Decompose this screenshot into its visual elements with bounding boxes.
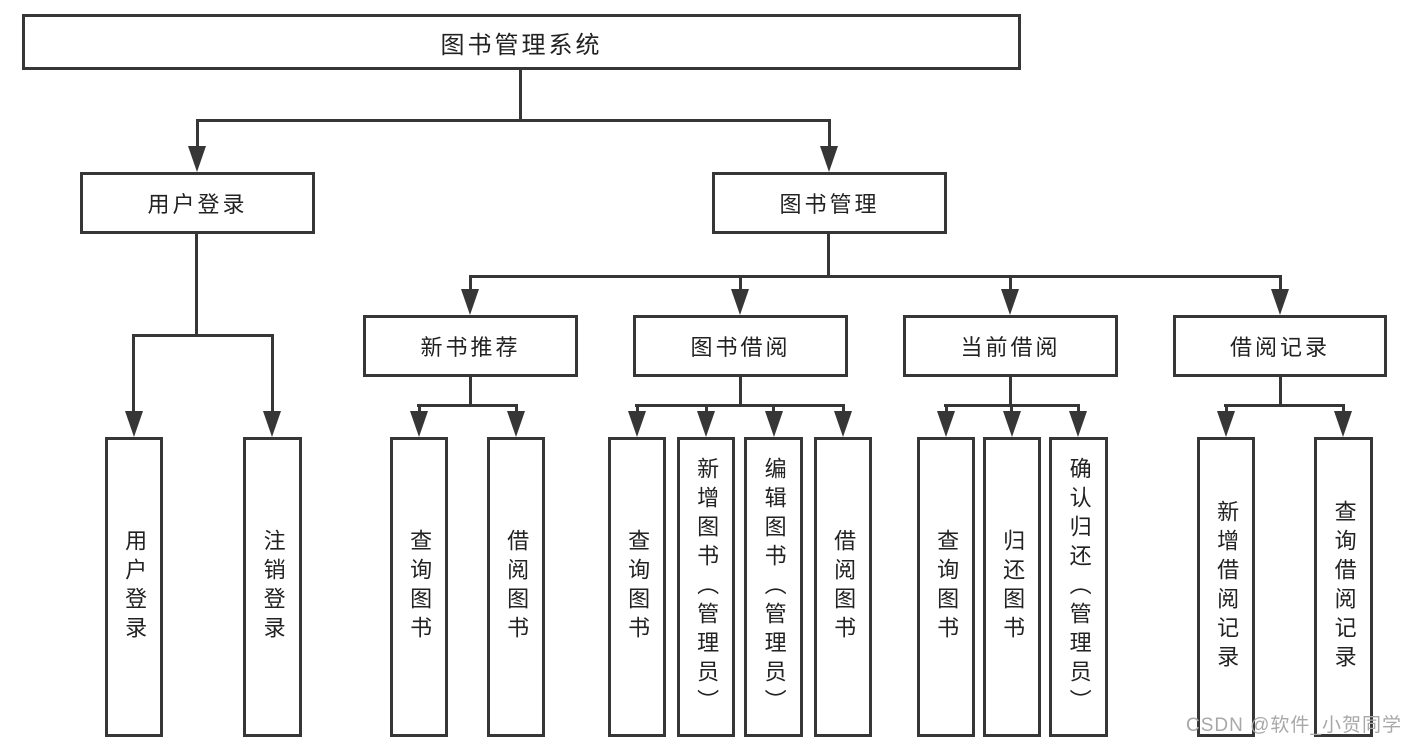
connector-line <box>196 119 199 149</box>
connector-line <box>739 275 742 295</box>
leaf-query-borrow-record: 查询借阅记录 <box>1314 437 1373 737</box>
leaf-label: 查询图书 <box>625 529 651 645</box>
node-label: 图书借阅 <box>690 335 791 360</box>
node-label: 借阅记录 <box>1229 335 1330 360</box>
leaf-label: 新增借阅记录 <box>1214 500 1240 674</box>
arrow-down-icon <box>1003 411 1021 437</box>
leaf-label: 查询图书 <box>934 529 960 645</box>
connector-line <box>271 334 274 414</box>
connector-line <box>705 404 708 416</box>
connector-line <box>195 234 198 337</box>
connector-line <box>469 275 472 295</box>
leaf-add-borrow-record: 新增借阅记录 <box>1197 437 1255 737</box>
connector-line <box>519 70 522 121</box>
leaf-logout: 注销登录 <box>243 437 302 737</box>
node-new-book-recommend: 新书推荐 <box>363 315 578 377</box>
connector-line <box>827 234 830 278</box>
leaf-label: 用户登录 <box>122 529 148 645</box>
arrow-down-icon <box>410 411 428 437</box>
connector-line <box>945 404 948 416</box>
connector-line <box>417 404 518 407</box>
leaf-edit-books-admin: 编辑图书（管理员） <box>744 437 803 737</box>
arrow-down-icon <box>1334 411 1352 437</box>
leaf-confirm-return-admin: 确认归还（管理员） <box>1049 437 1108 737</box>
arrow-down-icon <box>188 146 206 172</box>
connector-line <box>842 404 845 416</box>
arrow-down-icon <box>820 146 838 172</box>
leaf-label: 编辑图书（管理员） <box>761 456 787 718</box>
leaf-label: 借阅图书 <box>831 529 857 645</box>
arrow-down-icon <box>731 289 749 315</box>
watermark: CSDN @软件_小贺同学 <box>1186 715 1402 736</box>
arrow-down-icon <box>697 411 715 437</box>
node-book-management: 图书管理 <box>712 172 947 234</box>
leaf-label: 查询图书 <box>407 529 433 645</box>
arrow-down-icon <box>628 411 646 437</box>
connector-line <box>636 404 639 416</box>
leaf-label: 归还图书 <box>1000 529 1026 645</box>
arrow-down-icon <box>125 411 143 437</box>
leaf-label: 注销登录 <box>260 529 286 645</box>
node-root-label: 图书管理系统 <box>440 31 603 59</box>
connector-line <box>772 404 775 416</box>
connector-line <box>1279 377 1282 407</box>
connector-line <box>196 119 830 122</box>
connector-line <box>1077 404 1080 416</box>
connector-line <box>739 377 742 407</box>
node-label: 当前借阅 <box>960 335 1061 360</box>
node-root: 图书管理系统 <box>22 14 1021 70</box>
connector-line <box>1010 404 1013 416</box>
connector-line <box>828 119 831 149</box>
arrow-down-icon <box>765 411 783 437</box>
connector-line <box>1009 377 1012 407</box>
leaf-borrow-books: 借阅图书 <box>487 437 545 737</box>
arrow-down-icon <box>507 411 525 437</box>
arrow-down-icon <box>1001 289 1019 315</box>
connector-line <box>469 377 472 407</box>
node-book-borrow: 图书借阅 <box>633 315 848 377</box>
connector-line <box>1009 275 1012 295</box>
arrow-down-icon <box>937 411 955 437</box>
connector-line <box>635 404 845 407</box>
node-user-login: 用户登录 <box>80 172 315 234</box>
arrow-down-icon <box>1271 289 1289 315</box>
leaf-user-login: 用户登录 <box>105 437 163 737</box>
leaf-query-books: 查询图书 <box>608 437 666 737</box>
leaf-query-books: 查询图书 <box>917 437 975 737</box>
connector-line <box>1225 404 1228 416</box>
node-label: 新书推荐 <box>420 335 521 360</box>
node-borrow-record: 借阅记录 <box>1173 315 1387 377</box>
arrow-down-icon <box>834 411 852 437</box>
connector-line <box>469 275 1281 278</box>
connector-line <box>132 334 135 414</box>
connector-line <box>1224 404 1345 407</box>
leaf-add-books-admin: 新增图书（管理员） <box>677 437 735 737</box>
node-current-borrow: 当前借阅 <box>903 315 1118 377</box>
leaf-borrow-books: 借阅图书 <box>814 437 872 737</box>
arrow-down-icon <box>1069 411 1087 437</box>
leaf-return-books: 归还图书 <box>983 437 1041 737</box>
node-label: 图书管理 <box>779 192 880 217</box>
connector-line <box>515 404 518 416</box>
connector-line <box>1279 275 1282 295</box>
connector-line <box>418 404 421 416</box>
leaf-label: 新增图书（管理员） <box>694 456 720 718</box>
connector-line <box>1342 404 1345 416</box>
node-label: 用户登录 <box>147 192 248 217</box>
connector-line <box>132 334 274 337</box>
arrow-down-icon <box>1217 411 1235 437</box>
arrow-down-icon <box>461 289 479 315</box>
leaf-label: 查询借阅记录 <box>1331 500 1357 674</box>
leaf-label: 借阅图书 <box>504 529 530 645</box>
leaf-label: 确认归还（管理员） <box>1066 456 1092 718</box>
arrow-down-icon <box>263 411 281 437</box>
leaf-query-books: 查询图书 <box>390 437 448 737</box>
